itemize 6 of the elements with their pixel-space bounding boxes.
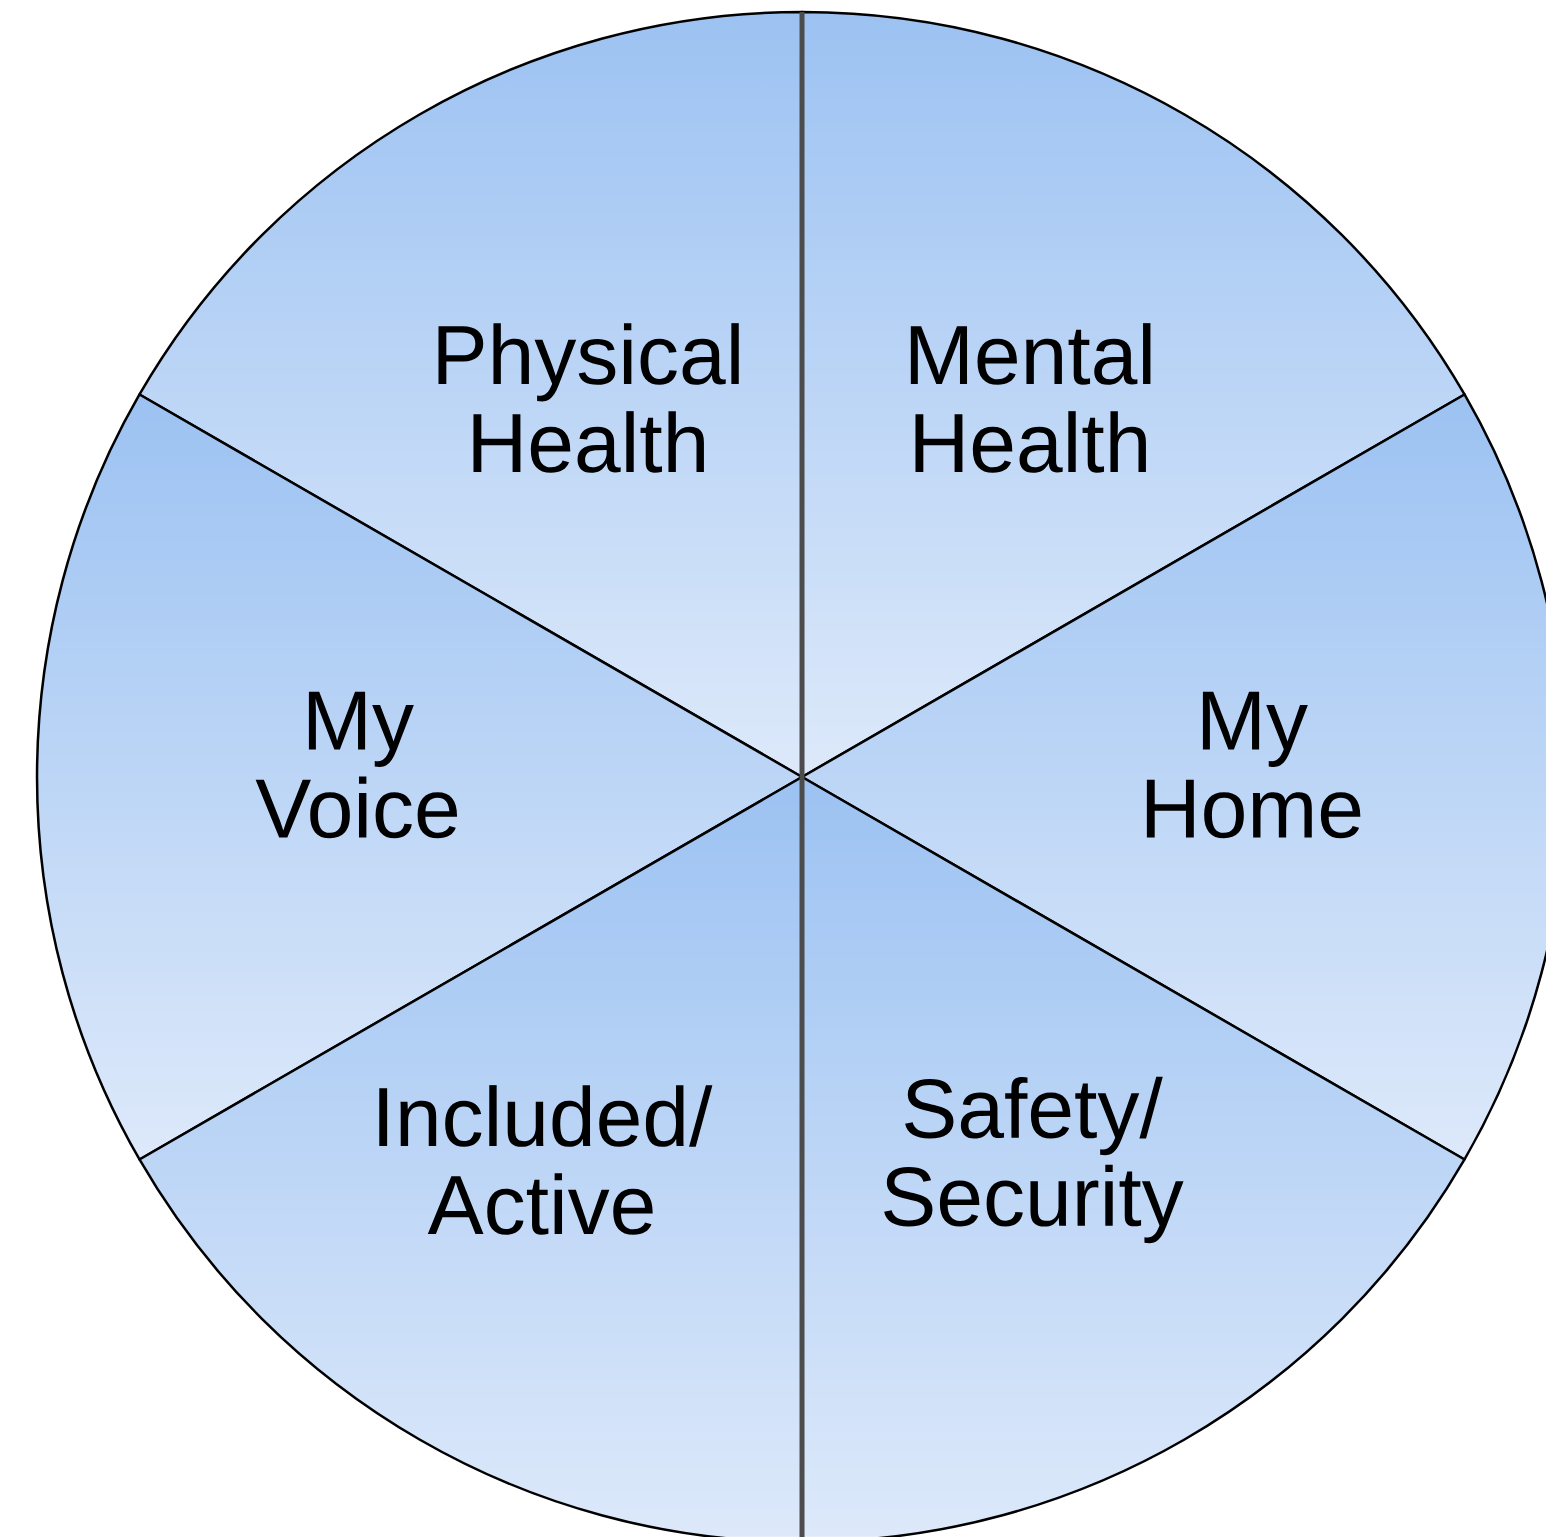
- segment-label: My Voice: [255, 691, 457, 839]
- segment-label: Mental Health: [910, 323, 1151, 473]
- segment-label: Safety/ Security: [884, 1076, 1184, 1244]
- segment-label: Physical Health: [438, 323, 739, 473]
- segment-label: Included/ Active: [379, 1085, 713, 1235]
- segment-label: My Home: [1146, 691, 1361, 839]
